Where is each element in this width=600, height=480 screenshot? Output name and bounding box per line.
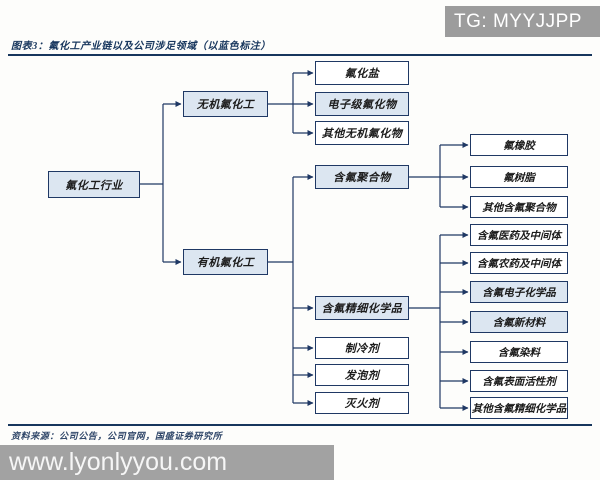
url-watermark: www.lyonlyyou.com bbox=[0, 445, 334, 480]
node-other-inorganic-fluoride: 其他无机氟化物 bbox=[315, 121, 409, 145]
node-fluoride-salts: 氟化盐 bbox=[315, 61, 409, 85]
node-inorganic-fluorochemical: 无机氟化工 bbox=[183, 91, 268, 117]
node-foaming-agent: 发泡剂 bbox=[315, 364, 409, 386]
url-watermark-text: www.lyonlyyou.com bbox=[9, 448, 228, 476]
node-fluorinated-electronic-chemicals: 含氟电子化学品 bbox=[470, 281, 568, 303]
node-fluorinated-dyes: 含氟染料 bbox=[470, 341, 568, 363]
node-other-fluoropolymer: 其他含氟聚合物 bbox=[470, 196, 568, 218]
node-fluorochemical-industry: 氟化工行业 bbox=[48, 171, 140, 198]
source-note: 资料来源：公司公告，公司官网，国盛证券研究所 bbox=[11, 431, 223, 441]
telegram-watermark-text: TG: MYYJJPP bbox=[454, 10, 582, 32]
node-fluoropolymer: 含氟聚合物 bbox=[315, 165, 409, 189]
node-fluorinated-pharma-intermediates: 含氟医药及中间体 bbox=[470, 224, 568, 246]
figure-title: 图表3：氟化工产业链以及公司涉足领域（以蓝色标注） bbox=[11, 41, 271, 52]
node-fluorinated-fine-chemicals: 含氟精细化学品 bbox=[315, 296, 409, 320]
footer-rule bbox=[8, 424, 592, 426]
telegram-watermark: TG: MYYJJPP bbox=[445, 6, 600, 37]
node-fluorinated-surfactants: 含氟表面活性剂 bbox=[470, 370, 568, 392]
node-electronic-grade-fluoride: 电子级氟化物 bbox=[315, 92, 409, 116]
node-fluororubber: 氟橡胶 bbox=[470, 134, 568, 156]
node-other-fluorinated-fine-chemicals: 其他含氟精细化学品 bbox=[470, 397, 568, 419]
node-fluorinated-pesticide-intermediates: 含氟农药及中间体 bbox=[470, 252, 568, 274]
node-fire-extinguishing-agent: 灭火剂 bbox=[315, 392, 409, 414]
node-fluorinated-new-materials: 含氟新材料 bbox=[470, 311, 568, 333]
node-fluororesin: 氟树脂 bbox=[470, 166, 568, 188]
node-organic-fluorochemical: 有机氟化工 bbox=[183, 249, 268, 275]
header-rule bbox=[8, 54, 592, 56]
node-refrigerant: 制冷剂 bbox=[315, 337, 409, 359]
